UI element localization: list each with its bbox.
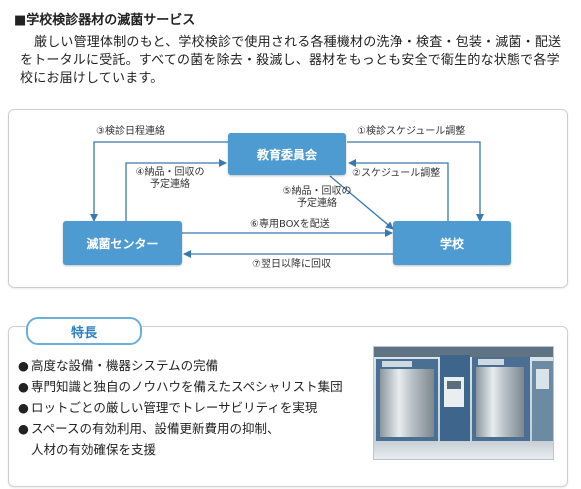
node-sterilization-center: 滅菌センター (63, 221, 182, 265)
features-tab: 特長 (26, 317, 142, 345)
label-step6: ⑥専用BOXを配送 (250, 219, 330, 230)
page-title: ■学校検診器材の滅菌サービス (14, 9, 195, 28)
bullet-icon: ● (18, 400, 29, 415)
label-step4-line2: 予定連絡 (150, 179, 190, 190)
sterilizer-equipment-photo (373, 346, 554, 460)
label-step5-line2: 予定連絡 (297, 198, 337, 209)
features-list: ●高度な設備・機器システムの完備 ●専門知識と独自のノウハウを備えたスペシャリス… (18, 355, 363, 460)
node-board-of-education: 教育委員会 (228, 133, 346, 175)
bullet-icon: ● (18, 421, 29, 436)
node-board-label: 教育委員会 (256, 147, 317, 162)
intro-paragraph: 厳しい管理体制のもと、学校検診で使用される各種機材の洗浄・検査・包装・滅菌・配送… (20, 35, 562, 86)
features-tab-label: 特長 (70, 325, 97, 341)
label-step4-line1: ④納品・回収の (135, 167, 205, 178)
title-marker: ■ (14, 13, 27, 28)
label-step1: ①検診スケジュール調整 (357, 126, 466, 137)
label-step4: ④納品・回収の 予定連絡 (130, 167, 210, 191)
node-center-label: 滅菌センター (86, 236, 159, 251)
bullet-icon: ● (18, 358, 29, 373)
feature-text: 高度な設備・機器システムの完備 (31, 358, 219, 373)
bullet-icon: ● (18, 379, 29, 394)
feature-text: ロットごとの厳しい管理でトレーサビリティを実現 (31, 400, 318, 415)
label-step5: ⑤納品・回収の 予定連絡 (277, 186, 357, 210)
label-step7: ⑦翌日以降に回収 (252, 259, 331, 270)
title-text: 学校検診器材の滅菌サービス (26, 13, 196, 28)
feature-item: ●ロットごとの厳しい管理でトレーサビリティを実現 (18, 397, 363, 418)
label-step3: ③検診日程連絡 (96, 126, 165, 137)
sterilizer-photo-illustration (374, 347, 553, 459)
label-step5-line1: ⑤納品・回収の (282, 186, 352, 197)
node-school-label: 学校 (439, 236, 464, 251)
feature-text-line1: スペースの有効利用、設備更新費用の抑制、 (31, 421, 280, 436)
node-school: 学校 (393, 221, 511, 265)
feature-text-line2: 人材の有効確保を支援 (31, 442, 157, 457)
feature-item: ●専門知識と独自のノウハウを備えたスペシャリスト集団 (18, 376, 363, 397)
feature-item: ●スペースの有効利用、設備更新費用の抑制、人材の有効確保を支援 (18, 418, 363, 460)
feature-item: ●高度な設備・機器システムの完備 (18, 355, 363, 376)
feature-text: 専門知識と独自のノウハウを備えたスペシャリスト集団 (31, 379, 343, 394)
label-step2: ②スケジュール調整 (352, 168, 441, 179)
